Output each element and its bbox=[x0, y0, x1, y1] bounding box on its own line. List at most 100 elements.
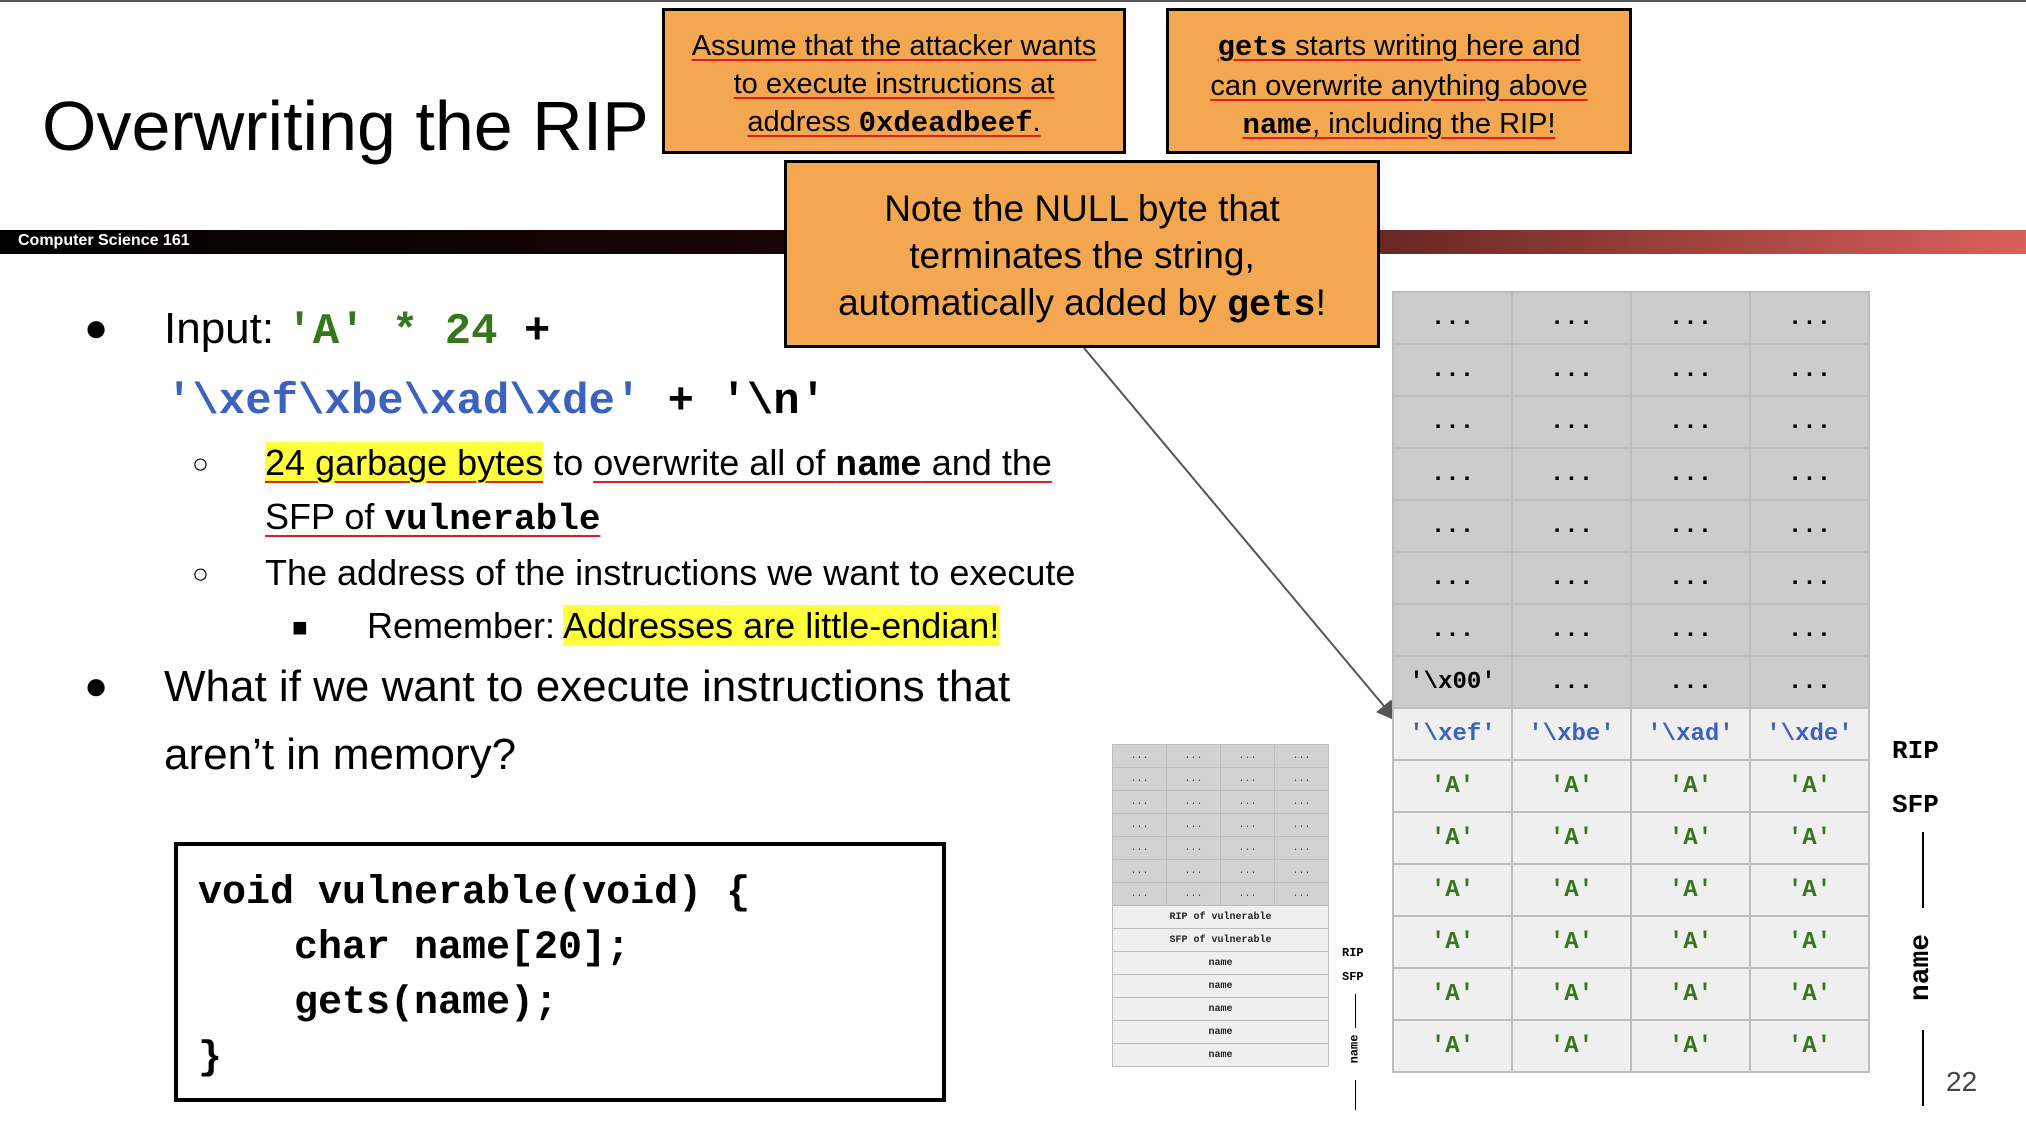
stack-cell: ... bbox=[1630, 291, 1751, 345]
stack-cell: ... bbox=[1392, 447, 1513, 501]
stack-cell: ... bbox=[1749, 655, 1870, 709]
small-cell: ... bbox=[1274, 836, 1329, 860]
garbage-vulnerable-code: vulnerable bbox=[384, 499, 601, 540]
small-name-row: name bbox=[1112, 997, 1329, 1021]
small-cell: ... bbox=[1166, 813, 1221, 837]
course-label: Computer Science 161 bbox=[18, 232, 190, 249]
garbage-and-the: and the bbox=[921, 442, 1052, 483]
small-cell: ... bbox=[1112, 836, 1167, 860]
sub-bullet-garbage-line1: 24 garbage bytes to overwrite all of nam… bbox=[265, 442, 1052, 486]
input-garbage-code: 'A' * 24 bbox=[286, 307, 498, 357]
stack-cell-a: 'A' bbox=[1630, 759, 1751, 813]
stack-cell-a: 'A' bbox=[1511, 1019, 1632, 1073]
stack-cell: ... bbox=[1511, 447, 1632, 501]
stack-cell: ... bbox=[1511, 603, 1632, 657]
callout-null-line2: terminates the string, bbox=[909, 235, 1255, 276]
small-label-name: name bbox=[1347, 1034, 1362, 1064]
stack-cell-a: 'A' bbox=[1630, 1019, 1751, 1073]
stack-cell: ... bbox=[1392, 603, 1513, 657]
small-cell: ... bbox=[1274, 882, 1329, 906]
sub-bullet-ring-2: ○ bbox=[192, 558, 209, 589]
stack-cell: ... bbox=[1749, 447, 1870, 501]
code-line-3: gets(name); bbox=[198, 981, 559, 1026]
small-stack-diagram: ............ ............ ............ .… bbox=[1112, 744, 1329, 1067]
small-name-row: name bbox=[1112, 1020, 1329, 1044]
stack-cell-a: 'A' bbox=[1749, 1019, 1870, 1073]
small-label-sfp: SFP bbox=[1342, 970, 1364, 984]
input-label: Input: bbox=[164, 304, 287, 353]
stack-cell-a: 'A' bbox=[1392, 759, 1513, 813]
callout-null-byte: Note the NULL byte that terminates the s… bbox=[784, 160, 1380, 348]
sub-bullet-ring-1: ○ bbox=[192, 448, 209, 479]
slide-title: Overwriting the RIP bbox=[42, 87, 649, 165]
stack-cell-rip-byte: '\xef' bbox=[1392, 707, 1513, 761]
sub-bullet-address: The address of the instructions we want … bbox=[265, 552, 1076, 593]
callout-null-exclaim: ! bbox=[1315, 282, 1326, 323]
stack-cell: ... bbox=[1749, 499, 1870, 553]
small-label-rip: RIP bbox=[1342, 946, 1364, 960]
callout-gets-line1-text: starts writing here and bbox=[1287, 30, 1581, 62]
stack-cell: ... bbox=[1392, 551, 1513, 605]
bullet-question-line1: What if we want to execute instructions … bbox=[164, 662, 1011, 711]
callout-null-gets-code: gets bbox=[1226, 285, 1316, 327]
name-bracket-bottom bbox=[1922, 1030, 1924, 1106]
stack-cell-a: 'A' bbox=[1749, 915, 1870, 969]
stack-cell-a: 'A' bbox=[1630, 863, 1751, 917]
stack-cell: ... bbox=[1511, 291, 1632, 345]
small-cell: ... bbox=[1112, 859, 1167, 883]
endian-highlight: Addresses are little-endian! bbox=[563, 605, 1000, 646]
garbage-overwrite-phrase: overwrite all of name and the bbox=[593, 442, 1052, 486]
stack-cell-rip-byte: '\xad' bbox=[1630, 707, 1751, 761]
bullet-dot-1: ● bbox=[84, 306, 109, 350]
input-plus-2: + bbox=[641, 377, 721, 427]
garbage-to: to bbox=[543, 442, 594, 483]
stack-label-sfp: SFP bbox=[1892, 790, 1939, 820]
code-line-2: char name[20]; bbox=[198, 926, 631, 971]
stack-cell-a: 'A' bbox=[1392, 1019, 1513, 1073]
stack-cell-a: 'A' bbox=[1392, 863, 1513, 917]
stack-cell: ... bbox=[1630, 655, 1751, 709]
stack-cell-a: 'A' bbox=[1749, 811, 1870, 865]
callout-attacker-line2: to execute instructions at bbox=[733, 68, 1055, 100]
small-cell: ... bbox=[1274, 859, 1329, 883]
input-address-code: '\xef\xbe\xad\xde' bbox=[166, 377, 642, 427]
code-block: void vulnerable(void) { char name[20]; g… bbox=[198, 866, 750, 1086]
small-cell: ... bbox=[1220, 813, 1275, 837]
bullet-question-line2: aren’t in memory? bbox=[164, 730, 517, 779]
small-sfp-row: SFP of vulnerable bbox=[1112, 928, 1329, 952]
stack-cell-a: 'A' bbox=[1511, 863, 1632, 917]
stack-cell: ... bbox=[1630, 499, 1751, 553]
callout-gets-line3: name, including the RIP! bbox=[1242, 108, 1555, 142]
code-line-1: void vulnerable(void) { bbox=[198, 871, 751, 916]
small-cell: ... bbox=[1220, 744, 1275, 768]
small-cell: ... bbox=[1220, 882, 1275, 906]
small-cell: ... bbox=[1112, 744, 1167, 768]
small-cell: ... bbox=[1112, 767, 1167, 791]
callout-attacker-address: 0xdeadbeef bbox=[858, 107, 1033, 140]
page-number: 22 bbox=[1946, 1066, 1978, 1097]
stack-cell: ... bbox=[1630, 447, 1751, 501]
stack-cell: ... bbox=[1511, 551, 1632, 605]
small-name-row: name bbox=[1112, 951, 1329, 975]
subsub-bullet-endian: Remember: Addresses are little-endian! bbox=[367, 605, 1000, 647]
stack-cell-a: 'A' bbox=[1392, 967, 1513, 1021]
stack-cell: ... bbox=[1749, 551, 1870, 605]
stack-cell: ... bbox=[1392, 291, 1513, 345]
small-cell: ... bbox=[1274, 767, 1329, 791]
small-cell: ... bbox=[1166, 767, 1221, 791]
subsub-bullet-square: ■ bbox=[292, 612, 308, 642]
callout-gets-writes: gets starts writing here and can overwri… bbox=[1166, 8, 1632, 154]
stack-cell-null-byte: '\x00' bbox=[1392, 655, 1513, 709]
stack-cell-a: 'A' bbox=[1749, 863, 1870, 917]
callout-gets-code: gets bbox=[1217, 31, 1288, 64]
callout-gets-line2: can overwrite anything above bbox=[1210, 70, 1588, 102]
input-plus-1: + bbox=[497, 307, 551, 357]
stack-cell-a: 'A' bbox=[1630, 811, 1751, 865]
stack-cell: ... bbox=[1392, 499, 1513, 553]
stack-label-name: name bbox=[1906, 933, 1938, 1002]
stack-cell-a: 'A' bbox=[1392, 811, 1513, 865]
small-cell: ... bbox=[1274, 790, 1329, 814]
endian-remember: Remember: bbox=[367, 605, 564, 646]
stack-cell-a: 'A' bbox=[1630, 967, 1751, 1021]
